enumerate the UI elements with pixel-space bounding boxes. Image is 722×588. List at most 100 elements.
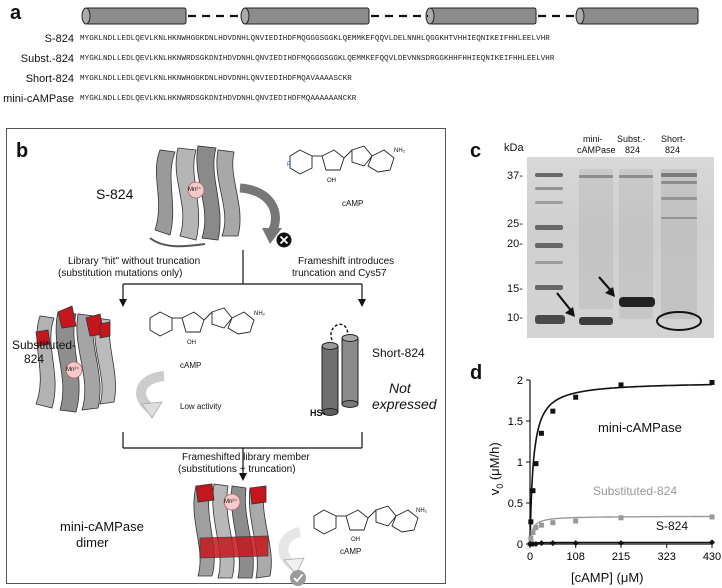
s824-protein-graphic: [149, 145, 241, 248]
s824-mn-ion: [187, 181, 205, 199]
s824-label: S-824: [96, 186, 134, 202]
seq-short824: MYGKLNDLLEDLQEVLKNLHKNWHGGKDNLHDVDNHLQNV…: [80, 75, 352, 83]
marker-20: 20-: [507, 238, 523, 250]
data-point-mini-campase: [709, 379, 715, 385]
fit-curve-0: [529, 383, 712, 545]
mini-campase-label-1: mini-cAMPase: [60, 519, 144, 534]
frameshifted-text-1: Frameshifted library member: [182, 452, 310, 463]
seq-name-subst824: Subst.-824: [20, 53, 74, 65]
svg-text:NH₂: NH₂: [416, 508, 428, 514]
panel-d-label: d: [470, 362, 483, 384]
data-point-substituted824: [538, 522, 544, 528]
lane-label-subst-2: 824: [625, 145, 641, 155]
seq-mini-campase: MYGKLNDLLEDLQEVLKNLHKNWRDSGKDNIHDVDNHLQN…: [80, 95, 357, 103]
y-tick-label: 2: [517, 375, 523, 387]
seq-name-mini-campase: mini-cAMPase: [3, 93, 74, 105]
data-point-substituted824: [528, 535, 534, 541]
data-point-mini-campase: [538, 430, 544, 436]
substituted-label-1: Substituted-: [12, 338, 77, 352]
substituted-label-2: 824: [24, 352, 45, 366]
x-tick-label: 0: [527, 551, 533, 563]
data-point-s824: [709, 539, 715, 546]
panel-b-label: b: [16, 140, 29, 162]
marker-37: 37-: [507, 170, 523, 182]
data-point-substituted824: [618, 515, 624, 521]
data-point-mini-campase: [550, 408, 556, 414]
mini-campase-label-2: dimer: [76, 535, 109, 550]
legend-s824: S-824: [656, 519, 689, 533]
mn-label-top: Mn²⁺: [188, 187, 202, 193]
right-branch-text-1: Frameshift introduces: [298, 256, 395, 267]
lane-label-subst-1: Subst.-: [617, 134, 646, 144]
data-point-mini-campase: [528, 519, 534, 525]
active-check-icon: [290, 570, 306, 586]
x-tick-label: 323: [658, 551, 676, 563]
kinetics-chart: 0 0.5 1 1.5 2 0 108 215 323 430: [508, 375, 721, 563]
seq-name-s824: S-824: [44, 33, 74, 45]
mini-campase-mn-ion: [223, 493, 241, 511]
short824-label: Short-824: [372, 346, 425, 360]
marker-10: 10-: [507, 312, 523, 324]
y-tick-label: 0.5: [508, 498, 523, 510]
x-tick-label: 108: [567, 551, 585, 563]
substituted824-mn-ion: [65, 361, 83, 379]
data-point-mini-campase: [573, 394, 579, 400]
data-point-s824: [572, 540, 579, 547]
camp-structure-middle: [149, 307, 255, 337]
y-tick-label: 1: [517, 457, 523, 469]
svg-text:P: P: [287, 162, 291, 168]
x-axis-title: [cAMP] (μM): [571, 570, 644, 585]
svg-text:NH₂: NH₂: [394, 148, 406, 154]
mn-label-middle: Mn²⁺: [66, 367, 80, 373]
y-tick-label: 0: [517, 539, 523, 551]
marker-15: 15-: [507, 283, 523, 295]
camp-label-bottom: cAMP: [340, 547, 362, 556]
data-point-substituted824: [550, 520, 556, 526]
left-branch-text-2: (substitution mutations only): [58, 268, 183, 279]
y-tick-label: 1.5: [508, 416, 523, 428]
data-point-mini-campase: [530, 488, 536, 494]
lane-label-short-1: Short-: [661, 134, 686, 144]
right-branch-text-2: truncation and Cys57: [292, 268, 387, 279]
svg-text:OH: OH: [187, 340, 196, 346]
not-expressed-label-1: Not: [389, 380, 411, 396]
camp-label-top: cAMP: [342, 199, 364, 208]
seq-name-short824: Short-824: [25, 73, 74, 85]
gel-bands: [535, 169, 702, 331]
short824-cylinders: [321, 334, 359, 416]
data-point-s824: [532, 541, 539, 547]
low-activity-label: Low activity: [180, 402, 222, 411]
kda-label: kDa: [504, 142, 524, 154]
seq-s824: MYGKLNDLLEDLQEVLKNLHKNWHGGKDNLHDVDNHLQNV…: [80, 35, 550, 43]
legend-mini-campase: mini-cAMPase: [598, 420, 682, 435]
legend-substituted824: Substituted-824: [593, 484, 678, 498]
lane-label-mini-1: mini-: [583, 134, 603, 144]
mini-campase-dimer-graphic: [193, 483, 272, 579]
data-point-mini-campase: [618, 382, 624, 388]
seq-subst824: MYGKLNDLLEDLQEVLKNLHKNWRDSGKDNIHDVDNHLQN…: [80, 55, 555, 63]
x-tick-label: 430: [703, 551, 721, 563]
panel-b-diagram: P OH NH₂ OH NH₂: [35, 145, 428, 586]
lane-label-short-2: 824: [665, 145, 681, 155]
hs-label: HS-: [310, 408, 326, 418]
data-point-substituted824: [533, 525, 539, 531]
data-point-substituted824: [530, 530, 536, 536]
left-branch-text-1: Library "hit" without truncation: [68, 256, 201, 267]
frameshifted-text-2: (substitutions + truncation): [178, 464, 296, 475]
mn-label-bottom: Mn²⁺: [224, 499, 238, 505]
camp-structure-bottom: [313, 505, 419, 535]
panel-a-label: a: [10, 2, 22, 24]
marker-25: 25-: [507, 218, 523, 230]
panel-c-label: c: [470, 140, 482, 162]
svg-text:NH₂: NH₂: [254, 311, 266, 317]
substituted824-protein-graphic: [35, 305, 116, 413]
camp-structure-top: [289, 145, 395, 175]
helix-schematic: [81, 7, 699, 25]
panel-b-frame: [6, 128, 446, 584]
x-tick-label: 215: [612, 551, 630, 563]
tree-lines: [122, 250, 363, 478]
svg-text:OH: OH: [327, 178, 336, 184]
lane-label-mini-2: cAMPase: [577, 145, 616, 155]
not-expressed-label-2: expressed: [372, 396, 437, 412]
data-point-mini-campase: [533, 461, 539, 467]
